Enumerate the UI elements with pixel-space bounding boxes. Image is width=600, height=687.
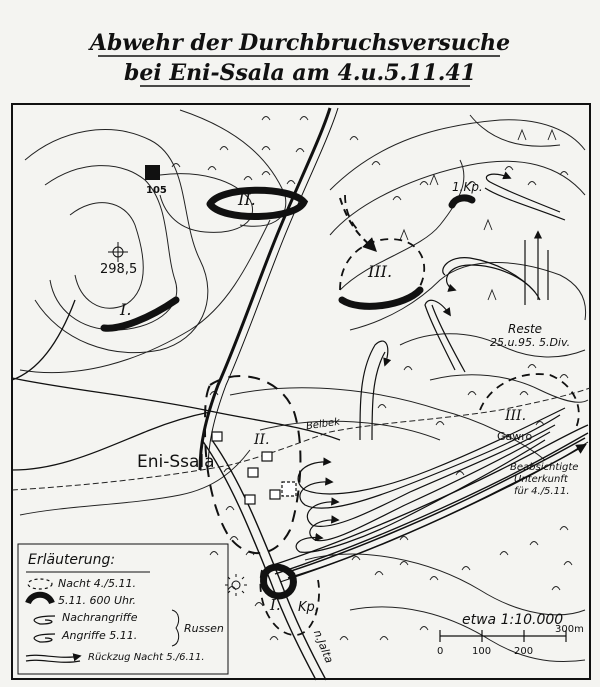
legend-item-night: Nacht 4./5.11. (58, 577, 136, 590)
night-positions (259, 194, 580, 636)
attack-arrows (295, 171, 566, 553)
contour-lines (19, 109, 589, 663)
village-boundary (203, 375, 302, 555)
label-scale: etwa 1:10.000 (462, 612, 564, 628)
label-shelter-3: für 4./5.11. (514, 486, 570, 497)
road-west (11, 299, 341, 471)
legend-item-morning: 5.11. 600 Uhr. (58, 594, 137, 607)
label-position-II: II. (238, 190, 256, 209)
retreat-arrow (287, 443, 587, 579)
height-105-marker (145, 165, 160, 180)
road-valley (269, 424, 589, 583)
label-scale-0: 0 (437, 646, 444, 657)
label-south-kp: Kp. (298, 600, 319, 615)
map-title: Abwehr der Durchbruchsversuche (89, 30, 511, 56)
counter-attack-arrow (339, 197, 377, 252)
label-village: Eni-Ssala (137, 452, 215, 472)
label-shelter-1: Beabsichtigte (510, 462, 579, 473)
map-subtitle: bei Eni-Ssala am 4.u.5.11.41 (123, 60, 477, 86)
label-reste-units: 25.u.95. 5.Div. (490, 336, 571, 349)
label-gawro-III: III. (505, 408, 527, 424)
label-height-298: 298,5 (100, 262, 138, 277)
road-main (198, 107, 339, 471)
label-position-III: III. (368, 262, 393, 281)
label-height-105: 105 (146, 185, 167, 196)
label-position-I: I. (120, 300, 132, 319)
map-border (11, 103, 591, 680)
label-scale-200: 200 (514, 646, 534, 657)
road-south (201, 439, 327, 681)
legend-item-night-attacks: Nachrangriffe (62, 611, 138, 624)
village-houses (211, 431, 297, 505)
label-company-1: 1.Kp. (452, 180, 483, 194)
positions (100, 186, 476, 600)
legend-title: Erläuterung: (28, 552, 116, 568)
forest-symbols (171, 116, 573, 641)
legend-box (17, 543, 229, 675)
river-belbek (11, 387, 591, 491)
legend-bracket-label: Russen (184, 622, 224, 635)
legend-item-attacks: Angriffe 5.11. (62, 629, 138, 642)
label-shelter-2: Unterkunft (514, 474, 568, 485)
legend-item-retreat: Rückzug Nacht 5./6.11. (88, 652, 205, 663)
sun-icon (225, 574, 247, 596)
trig-point-icon (108, 242, 128, 262)
label-scale-100: 100 (472, 646, 492, 657)
scale-bar (439, 630, 567, 642)
label-gawro: Gawro (497, 430, 533, 443)
label-scale-300: 300m (555, 624, 584, 635)
label-village-II: II. (254, 432, 270, 448)
label-reste: Reste (508, 322, 543, 336)
label-south-I: I. (270, 596, 281, 614)
retreat-arrow-2 (287, 437, 586, 573)
